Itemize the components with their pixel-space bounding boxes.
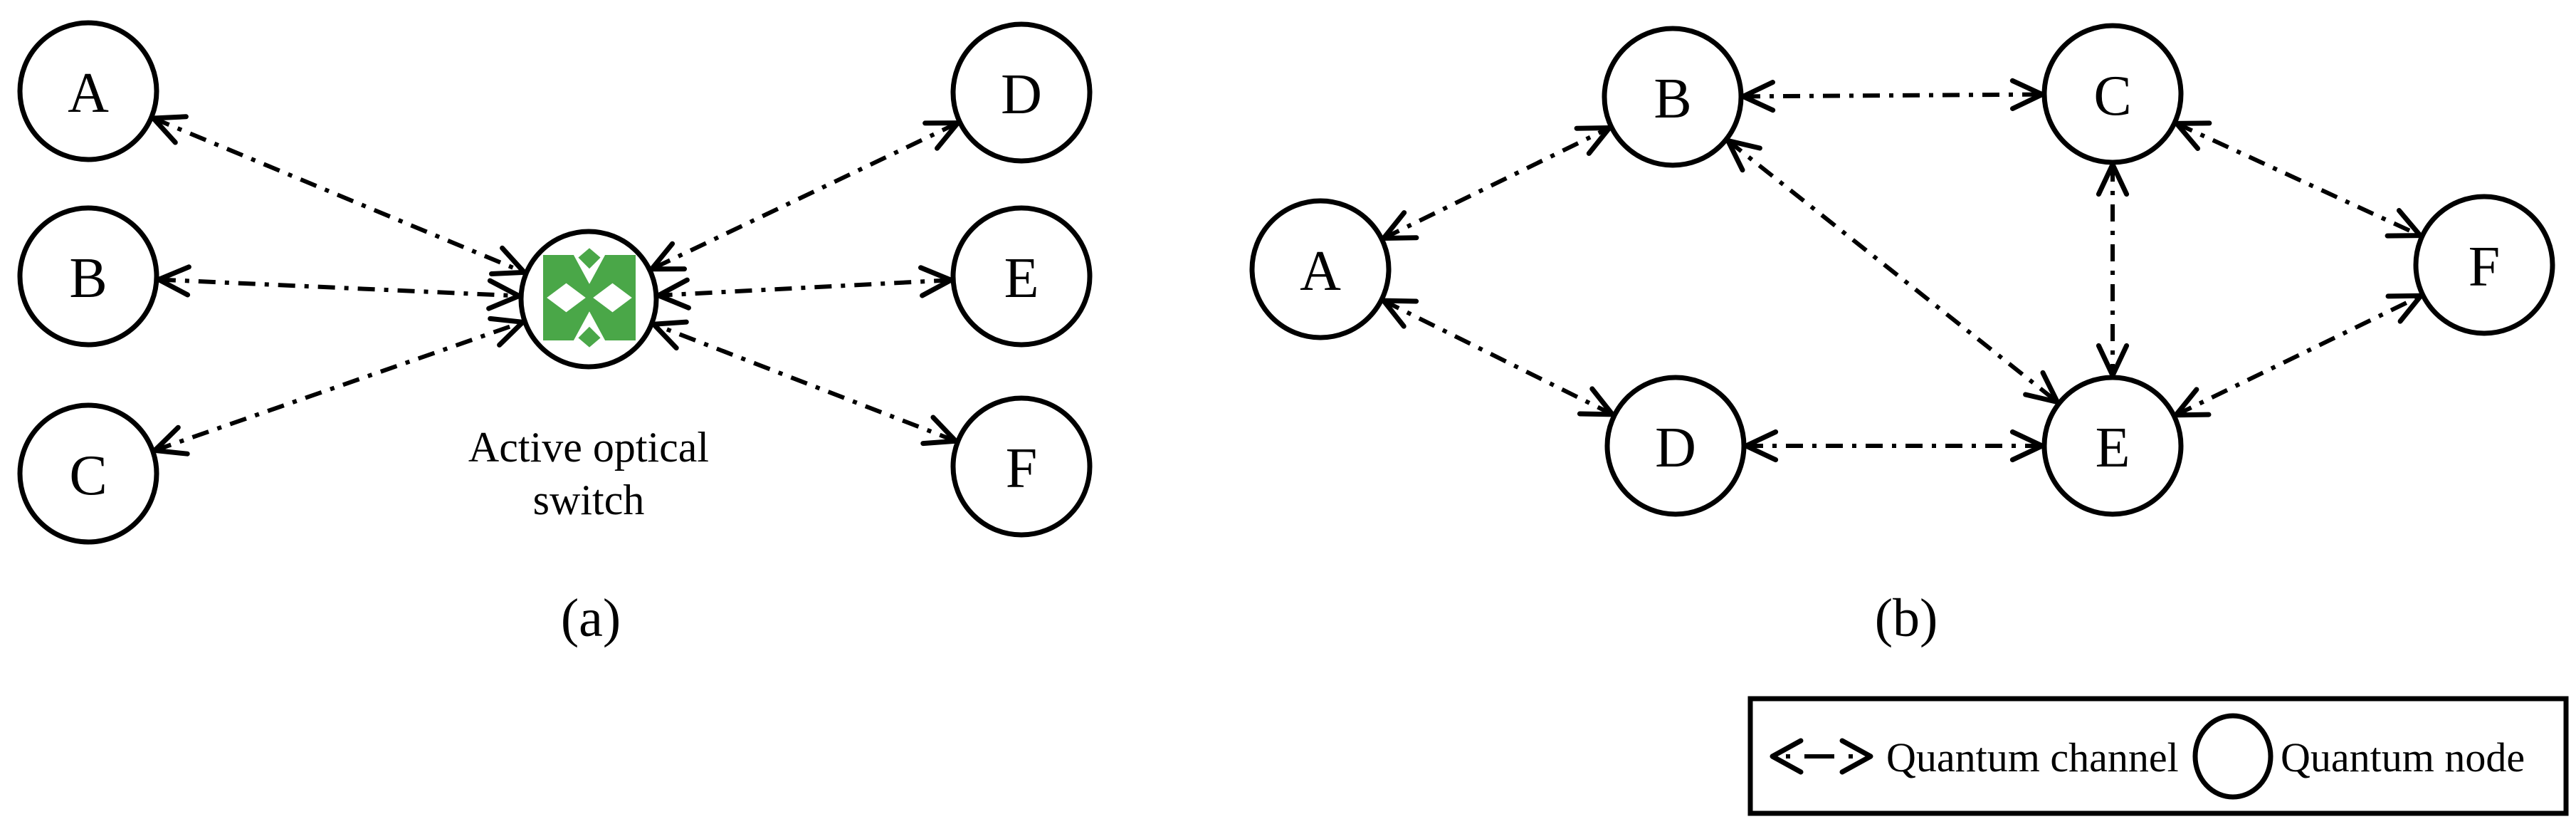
diagram-a-nodes: A B C D E F [17, 20, 1093, 545]
legend-channel-label: Quantum channel [1886, 734, 2179, 781]
switch-icon-bottom-diamond [578, 326, 601, 348]
legend: Quantum channel Quantum node [1747, 696, 2569, 816]
node-circle-F [2413, 194, 2555, 336]
node-circle-C [17, 402, 159, 545]
quantum-channel-A-B [1382, 125, 1611, 241]
quantum-node-B: B [17, 205, 159, 348]
node-circle-E [950, 205, 1093, 348]
caption-a: (a) [561, 588, 621, 648]
switch-label-line1: Active optical [468, 424, 709, 471]
node-label-C: C [2093, 65, 2131, 127]
node-label-E: E [2096, 417, 2130, 479]
legend-arrow-left-head [1770, 738, 1804, 775]
diagram-b-nodes: A B C D E F [1249, 23, 2555, 517]
node-label-F: F [2469, 236, 2501, 298]
quantum-channel-E-F [2175, 293, 2422, 417]
quantum-node-B: B [1602, 26, 1744, 168]
legend-node-label: Quantum node [2281, 734, 2525, 781]
quantum-channel-A-SW [152, 116, 525, 275]
node-circle-C [2041, 23, 2184, 165]
node-label-C: C [69, 444, 107, 507]
arrowhead [1381, 210, 1419, 241]
node-label-D: D [1001, 63, 1042, 126]
node-circle-D [950, 21, 1093, 164]
quantum-node-D: D [950, 21, 1093, 164]
node-label-B: B [69, 247, 107, 310]
node-circle-F [950, 395, 1093, 538]
node-circle-B [17, 205, 159, 348]
quantum-channel-B-E [1726, 139, 2059, 404]
quantum-channel-D-SW [651, 120, 959, 271]
quantum-node-F: F [2413, 194, 2555, 336]
node-label-D: D [1655, 417, 1696, 479]
node-circle-D [1604, 375, 1747, 517]
quantum-channel-E-SW [658, 278, 952, 298]
quantum-channel-B-SW [158, 277, 520, 298]
quantum-channel-C-SW [154, 320, 524, 453]
legend-arrow-right-head [1839, 738, 1873, 775]
node-circle-A [1249, 198, 1392, 340]
arrowhead [2096, 343, 2130, 378]
quantum-node-E: E [2041, 375, 2184, 517]
node-label-B: B [1654, 68, 1691, 130]
quantum-node-E: E [950, 205, 1093, 348]
node-circle-A [17, 20, 159, 162]
legend-node-sample [2192, 713, 2273, 800]
quantum-node-C: C [17, 402, 159, 545]
node-label-A: A [1300, 240, 1341, 303]
active-optical-switch: Active optical switch [468, 229, 709, 523]
quantum-channel-C-F [2175, 121, 2422, 238]
quantum-channel-A-D [1382, 298, 1614, 417]
arrowhead [1577, 386, 1615, 417]
node-label-F: F [1006, 437, 1038, 500]
quantum-channel-B-C [1742, 92, 2043, 99]
switch-icon-bottom-notch [573, 311, 606, 340]
legend-box [1747, 696, 2569, 816]
quantum-node-A: A [17, 20, 159, 162]
quantum-channel-F-SW [653, 322, 957, 444]
switch-icon-top-diamond [578, 248, 601, 269]
diagram-b-channels [1381, 78, 2424, 463]
switch-icon-top-notch [573, 255, 606, 284]
quantum-node-A: A [1249, 198, 1392, 340]
crossover-arrows-icon [543, 248, 636, 348]
quantum-node-C: C [2041, 23, 2184, 165]
arrowhead [1574, 125, 1612, 156]
switch-label-line2: switch [533, 476, 645, 523]
quantum-node-D: D [1604, 375, 1747, 517]
arrowhead [1725, 138, 1762, 173]
quantum-node-F: F [950, 395, 1093, 538]
node-circle-B [1602, 26, 1744, 168]
caption-b: (b) [1875, 588, 1938, 648]
arrowhead [2385, 208, 2423, 239]
node-label-A: A [68, 62, 109, 125]
node-label-E: E [1004, 247, 1039, 310]
node-circle-E [2041, 375, 2184, 517]
